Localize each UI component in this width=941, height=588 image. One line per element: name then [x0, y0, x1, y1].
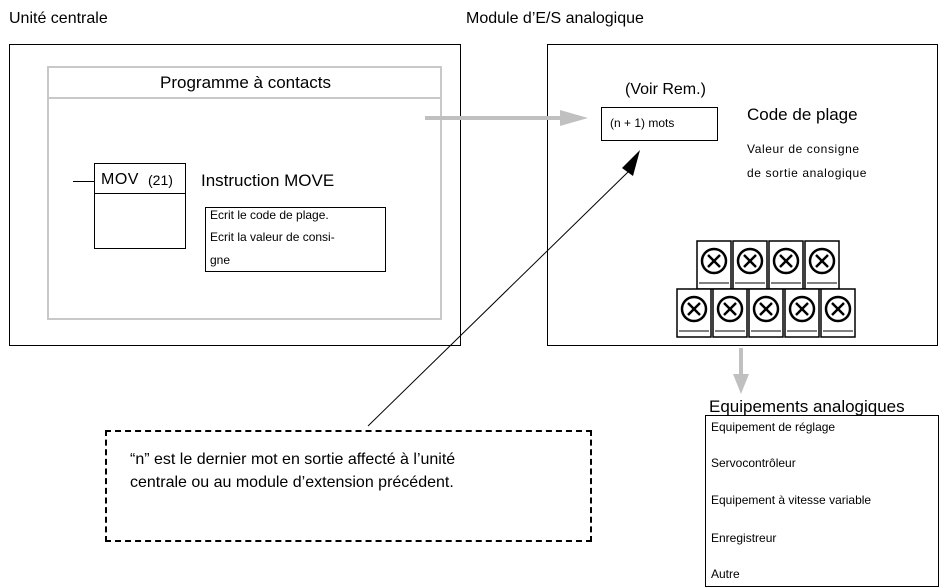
equipment-item: Enregistreur: [711, 531, 777, 545]
gray-arrow-right: [425, 110, 588, 126]
ladder-program-box: [47, 66, 442, 320]
note-line-2: centrale ou au module d’extension précéd…: [130, 474, 454, 491]
terminal-block: [676, 240, 856, 338]
terminal-screw-icon: [820, 288, 856, 338]
terminal-screw-icon: [748, 288, 784, 338]
note-pointer-arrow: [367, 150, 640, 427]
equipment-title: Equipements analogiques: [709, 397, 905, 416]
words-box: [601, 107, 718, 141]
setpoint-label-line-2: de sortie analogique: [747, 166, 868, 180]
range-code-label: Code de plage: [747, 105, 858, 124]
description-line-3: gne: [210, 253, 231, 267]
setpoint-label-line-1: Valeur de consigne: [747, 142, 860, 156]
equipment-item: Autre: [711, 567, 740, 581]
terminal-screw-icon: [696, 240, 732, 290]
terminal-screw-icon: [712, 288, 748, 338]
terminal-screw-icon: [732, 240, 768, 290]
terminal-screw-icon: [784, 288, 820, 338]
note-line-1: “n” est le dernier mot en sortie affecté…: [130, 451, 456, 468]
words-label: (n + 1) mots: [610, 116, 675, 130]
terminal-screw-icon: [676, 288, 712, 338]
equipment-item: Equipement à vitesse variable: [711, 493, 872, 507]
equipment-item: Servocontrôleur: [711, 456, 796, 470]
terminal-screw-icon: [804, 240, 840, 290]
equipment-list-box: [705, 415, 939, 587]
instruction-name: Instruction MOVE: [201, 171, 335, 190]
description-line-2: Ecrit la valeur de consi-: [210, 230, 335, 244]
note-box: [105, 430, 592, 542]
cpu-title: Unité centrale: [9, 10, 108, 27]
mov-function-code: (21): [148, 172, 173, 188]
ladder-program-title: Programme à contacts: [160, 73, 332, 92]
module-title: Module d’E/S analogique: [466, 10, 644, 27]
gray-arrow-down: [733, 348, 749, 394]
equipment-item: Equipement de réglage: [711, 420, 836, 434]
cpu-box: [9, 44, 461, 346]
description-line-1: Ecrit le code de plage.: [210, 208, 329, 222]
instruction-description-box: [205, 207, 386, 272]
mov-block-divider: [94, 193, 186, 194]
analog-module-box: [547, 44, 938, 346]
mov-mnemonic: MOV: [101, 171, 139, 188]
note-reference: (Voir Rem.): [625, 81, 706, 98]
ladder-program-header: [47, 66, 442, 99]
ladder-rung-line: [73, 181, 94, 182]
mov-instruction-block: [94, 163, 186, 249]
terminal-screw-icon: [768, 240, 804, 290]
